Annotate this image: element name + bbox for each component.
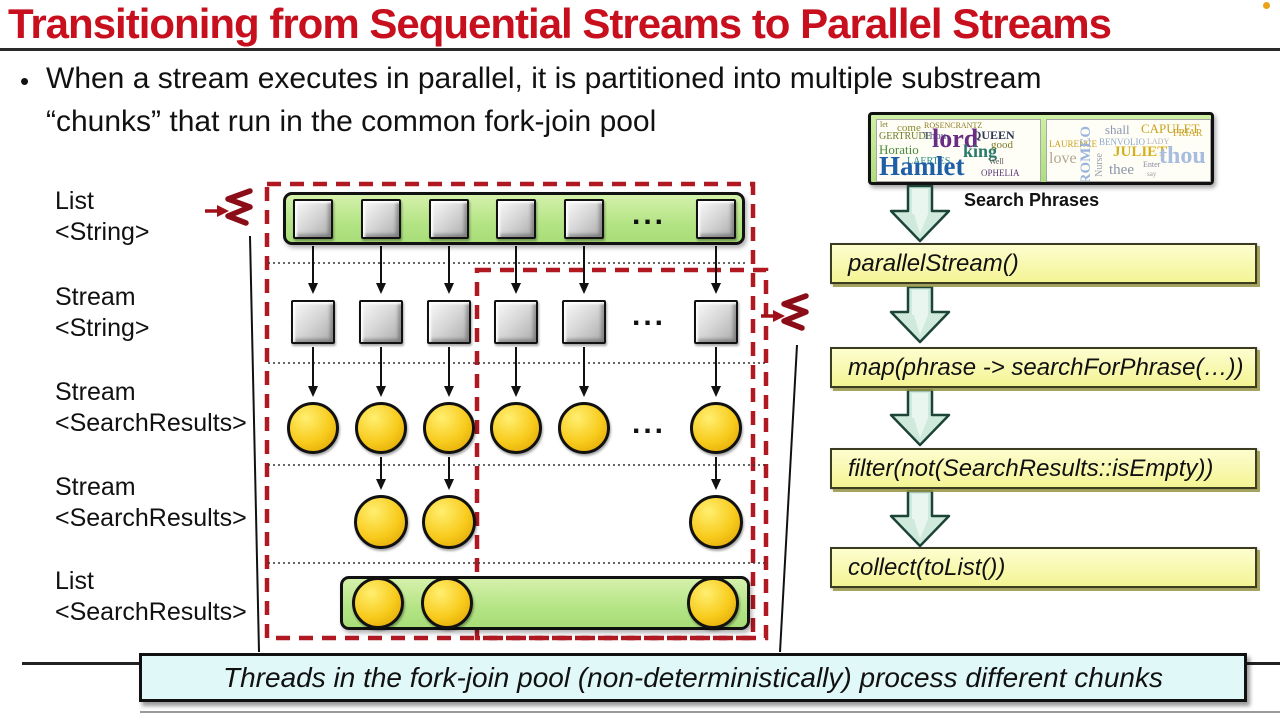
row-label-generic: <SearchResults>: [55, 598, 247, 626]
down-block-arrow: [888, 489, 952, 548]
row-label-type: Stream: [55, 378, 136, 406]
wordcloud-word: shall: [1105, 122, 1130, 137]
row-label-type: List: [55, 187, 94, 215]
wordcloud-word: lord: [932, 124, 979, 153]
down-block-arrow: [888, 285, 952, 344]
stream-string-element: [359, 300, 403, 344]
wordcloud-word: LAURENCE: [1049, 139, 1097, 149]
list-string-element: [496, 199, 536, 239]
slide-title: Transitioning from Sequential Streams to…: [8, 0, 1112, 47]
filtered-searchresults-element: [354, 495, 408, 549]
ellipsis-more-elements: ...: [632, 299, 667, 332]
stream-searchresults-element: [558, 402, 610, 454]
list-string-element: [696, 199, 736, 239]
wordcloud-word: thou: [1159, 143, 1206, 169]
step-filter-box: filter(not(SearchResults::isEmpty)): [830, 448, 1257, 489]
wordcloud-word: let: [880, 120, 888, 129]
collected-searchresults-element: [352, 577, 404, 629]
wordcloud-word: Horatio: [879, 142, 919, 157]
step-map-box: map(phrase -> searchForPhrase(…)): [830, 347, 1257, 388]
list-string-element: [429, 199, 469, 239]
wordcloud-word: QUEEN: [972, 128, 1015, 142]
stream-squiggle-icon: [205, 188, 253, 226]
callout-connector-line: [249, 235, 260, 653]
row-label-type: Stream: [55, 473, 136, 501]
wordcloud-word: ROMEO: [1078, 126, 1094, 182]
ellipsis-more-elements: ...: [632, 407, 667, 440]
wordcloud-word: say: [1147, 170, 1157, 178]
slide-bottom-rule: [140, 711, 1280, 713]
stream-searchresults-element: [423, 402, 475, 454]
wordcloud-word: come: [897, 122, 921, 134]
stream-searchresults-element: [287, 402, 339, 454]
wordcloud-word: CAPULET: [1141, 121, 1200, 136]
row-label-list-string: List <String>: [55, 186, 150, 248]
row-label-type: Stream: [55, 283, 136, 311]
step-parallelstream-box: parallelStream(): [830, 243, 1257, 284]
stream-string-element: [494, 300, 538, 344]
wordcloud-word: ROSENCRANTZ: [924, 121, 983, 130]
wordcloud-word: Well: [989, 157, 1004, 166]
caption-left-rule: [22, 662, 139, 665]
wordcloud-word: good: [991, 139, 1013, 151]
collected-searchresults-element: [687, 577, 739, 629]
wordcloud-word: LAERTES: [907, 156, 951, 167]
list-string-element: [293, 199, 333, 239]
bullet-text-line2: “chunks” that run in the common fork-joi…: [46, 105, 657, 138]
stream-string-element: [694, 300, 738, 344]
wordcloud-word: Thou: [923, 130, 947, 142]
row-label-type: List: [55, 567, 94, 595]
stream-string-element: [562, 300, 606, 344]
wordcloud-word: FRIAR: [1173, 128, 1203, 139]
down-block-arrow: [888, 184, 952, 243]
row-label-stream-searchresults-1: Stream <SearchResults>: [55, 377, 247, 439]
filtered-searchresults-element: [689, 495, 743, 549]
caption-right-rule: [1247, 662, 1280, 665]
row-label-stream-searchresults-2: Stream <SearchResults>: [55, 472, 247, 534]
list-string-element: [564, 199, 604, 239]
callout-connector-line: [779, 344, 798, 653]
stream-searchresults-element: [690, 402, 742, 454]
row-label-generic: <SearchResults>: [55, 409, 247, 437]
filtered-searchresults-element: [422, 495, 476, 549]
search-phrases-label: Search Phrases: [964, 190, 1100, 210]
wordcloud-word: JULIET: [1113, 144, 1168, 160]
wordcloud-word: Hamlet: [879, 151, 965, 181]
title-underline: [0, 48, 1280, 51]
stream-squiggle-icon: [761, 293, 809, 331]
bullet-marker: •: [20, 66, 30, 96]
row-label-generic: <String>: [55, 218, 150, 246]
stream-string-element: [427, 300, 471, 344]
corner-dot: [1263, 2, 1270, 9]
ellipsis-more-elements: ...: [632, 198, 667, 231]
wordcloud-word: BENVOLIO: [1099, 137, 1145, 147]
wordcloud-word: love: [1049, 150, 1077, 167]
wordcloud-word: GERTRUDE: [879, 131, 932, 142]
wordcloud-word: LADY: [1147, 137, 1170, 146]
stream-searchresults-element: [355, 402, 407, 454]
row-label-list-searchresults: List <SearchResults>: [55, 566, 247, 628]
caption-box: Threads in the fork-join pool (non-deter…: [139, 653, 1247, 702]
row-label-stream-string: Stream <String>: [55, 282, 150, 344]
stream-string-element: [291, 300, 335, 344]
wordcloud-word: king: [963, 141, 998, 161]
bullet-text-line1: When a stream executes in parallel, it i…: [46, 62, 1042, 95]
stream-searchresults-element: [490, 402, 542, 454]
wordcloud-word: Enter: [1143, 160, 1161, 169]
down-block-arrow: [888, 388, 952, 447]
collected-searchresults-element: [421, 577, 473, 629]
row-label-generic: <SearchResults>: [55, 504, 247, 532]
wordcloud-word: Nurse: [1094, 153, 1105, 177]
wordcloud-word: OPHELIA: [981, 168, 1020, 178]
list-string-element: [361, 199, 401, 239]
wordcloud-word: thee: [1109, 162, 1134, 178]
list-searchresults-bar: [340, 576, 750, 630]
row-label-generic: <String>: [55, 314, 150, 342]
step-collect-box: collect(toList()): [830, 547, 1257, 588]
